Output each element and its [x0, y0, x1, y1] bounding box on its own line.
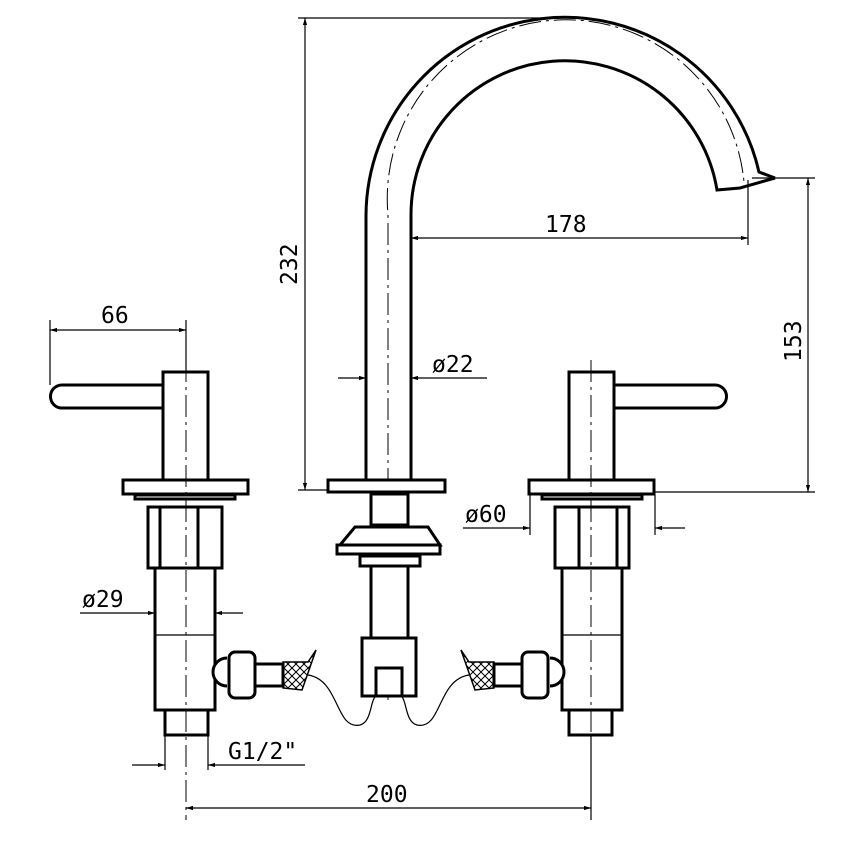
right-lever-handle [614, 383, 728, 410]
spout-shank [369, 492, 410, 527]
dim-66: 66 [101, 303, 129, 329]
spout-flange [326, 478, 447, 494]
dimension-labels: 232 178 153 66 ø22 ø60 ø29 G1/2" 200 [82, 212, 807, 808]
dim-232: 232 [277, 243, 303, 285]
left-valve-body [153, 566, 217, 712]
dim-153: 153 [781, 320, 807, 362]
left-lever-handle [49, 383, 163, 410]
right-valve-body [560, 566, 624, 712]
dim-d60: ø60 [465, 502, 507, 528]
right-compression-nut [520, 650, 550, 700]
left-hose [282, 649, 317, 691]
dim-178: 178 [545, 212, 587, 238]
right-hose [460, 649, 495, 691]
dim-d22: ø22 [432, 352, 474, 378]
dim-d29: ø29 [82, 587, 124, 613]
left-compression-nut [227, 650, 257, 700]
dim-thread: G1/2" [228, 739, 297, 765]
spout [326, 15, 776, 700]
dim-200: 200 [366, 782, 408, 808]
dimension-lines [49, 17, 815, 820]
spout-bell [336, 525, 443, 547]
right-valve [400, 360, 728, 820]
